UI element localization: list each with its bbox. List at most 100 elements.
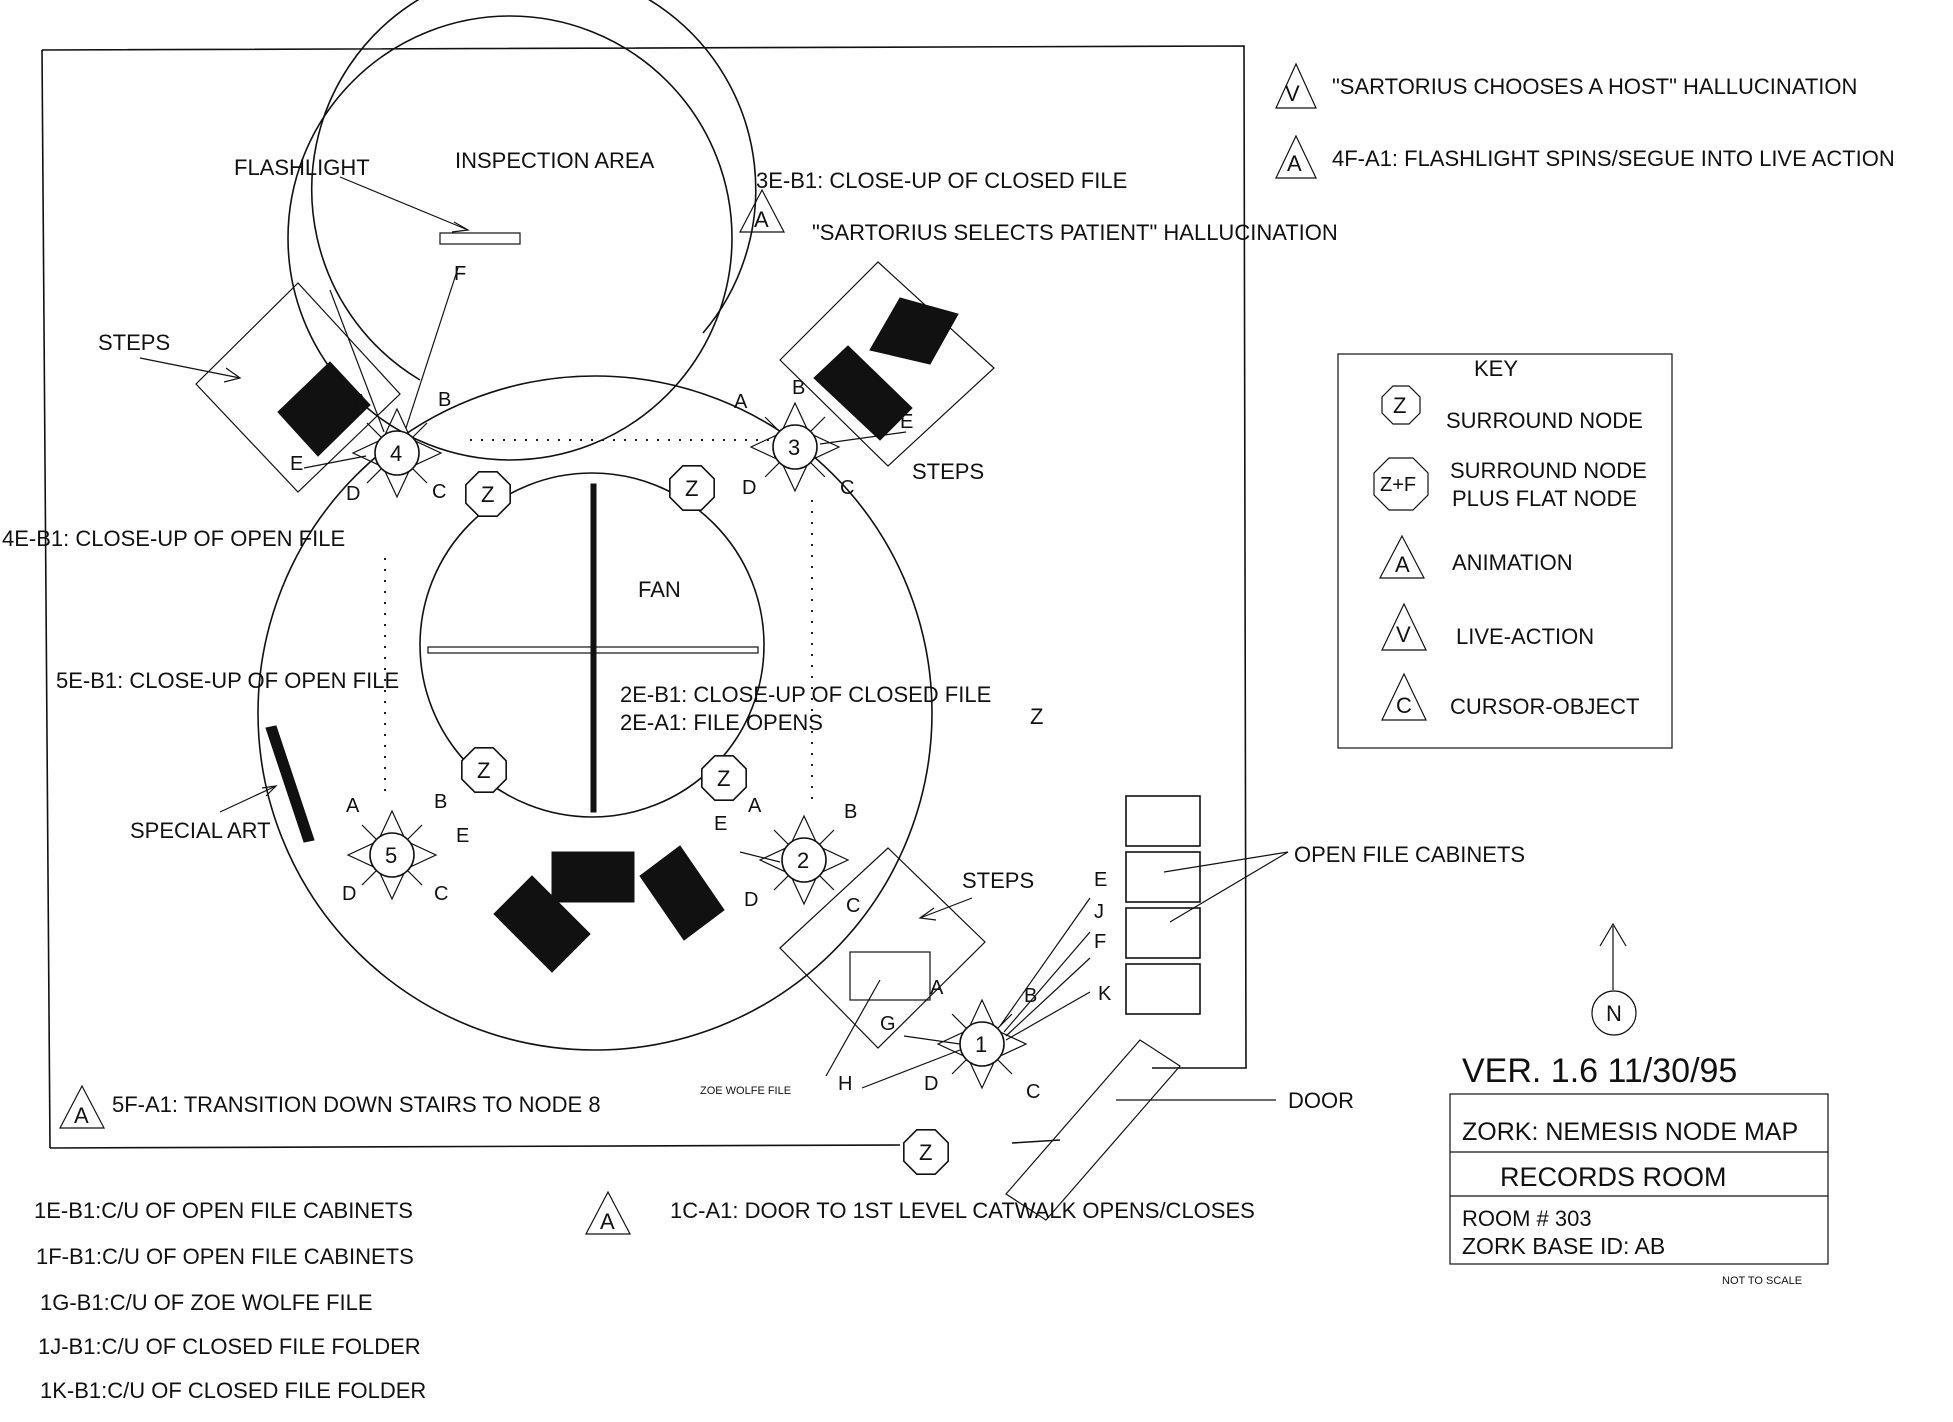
node-5-dir-b[interactable]: B xyxy=(434,791,447,813)
node-2-dir-d[interactable]: D xyxy=(744,889,758,911)
node-4-dir-c[interactable]: C xyxy=(432,481,446,503)
note-2e-a1: 2E-A1: FILE OPENS xyxy=(620,710,823,735)
svg-text:V: V xyxy=(1285,81,1300,106)
node-1-dir-h[interactable]: H xyxy=(838,1073,852,1095)
node-number: 4 xyxy=(390,441,402,466)
title-block-room-number: ROOM # 303 xyxy=(1462,1206,1592,1231)
main-floor-circle xyxy=(257,375,933,1051)
open-file-cabinets-label: OPEN FILE CABINETS xyxy=(1294,842,1525,867)
node-5-dir-e[interactable]: E xyxy=(456,825,469,847)
surround-node-marker[interactable]: Z xyxy=(701,755,747,801)
node-4[interactable]: 4 A B C D E F xyxy=(290,263,466,505)
note-z-stray: Z xyxy=(1030,704,1043,729)
note-2e-b1: 2E-B1: CLOSE-UP OF CLOSED FILE xyxy=(620,682,991,707)
steps-ne[interactable]: STEPS xyxy=(779,261,995,484)
bottom-list-item: 1F-B1:C/U OF OPEN FILE CABINETS xyxy=(36,1244,414,1269)
surround-node-marker[interactable]: Z xyxy=(669,465,715,511)
special-art-strip[interactable] xyxy=(265,725,315,843)
key-item-animation: ANIMATION xyxy=(1452,550,1573,575)
node-3-dir-e[interactable]: E xyxy=(900,411,913,433)
node-1-dir-a[interactable]: A xyxy=(930,977,944,999)
node-1-dir-d[interactable]: D xyxy=(924,1073,938,1095)
node-number: 5 xyxy=(385,843,397,868)
triangle-markers: A A A xyxy=(59,188,785,1235)
node-1-dir-j[interactable]: J xyxy=(1094,901,1104,923)
node-1-dir-b[interactable]: B xyxy=(1024,985,1037,1007)
node-3-dir-b[interactable]: B xyxy=(792,377,805,399)
fan-blade-vertical xyxy=(590,483,597,813)
animation-marker[interactable]: A xyxy=(59,1084,105,1129)
title-block: ZORK: NEMESIS NODE MAP RECORDS ROOM ROOM… xyxy=(1449,1093,1829,1265)
node-1-dir-e[interactable]: E xyxy=(1094,869,1107,891)
node-1-dir-c[interactable]: C xyxy=(1026,1081,1040,1103)
node-1-dir-f[interactable]: F xyxy=(1094,931,1106,953)
top-legend-item-1: "SARTORIUS CHOOSES A HOST" HALLUCINATION xyxy=(1332,74,1857,99)
node-number: 2 xyxy=(797,848,809,873)
node-5-dir-d[interactable]: D xyxy=(342,883,356,905)
title-block-title: ZORK: NEMESIS NODE MAP xyxy=(1462,1118,1798,1146)
zoe-wolfe-file[interactable] xyxy=(849,951,931,1001)
top-legend: V "SARTORIUS CHOOSES A HOST" HALLUCINATI… xyxy=(1275,62,1895,179)
node-4-dir-b[interactable]: B xyxy=(438,389,451,411)
node-3-dir-a[interactable]: A xyxy=(734,391,748,413)
special-art-label: SPECIAL ART xyxy=(130,818,271,843)
svg-text:Z: Z xyxy=(1393,393,1406,418)
zoe-wolfe-file-label: ZOE WOLFE FILE xyxy=(700,1085,791,1097)
version-label: VER. 1.6 11/30/95 xyxy=(1462,1052,1737,1090)
surround-node-marker[interactable]: Z xyxy=(903,1129,949,1175)
bottom-list-item: 1J-B1:C/U OF CLOSED FILE FOLDER xyxy=(38,1334,421,1359)
note-sartorius-selects: "SARTORIUS SELECTS PATIENT" HALLUCINATIO… xyxy=(812,220,1338,245)
surround-node-marker[interactable]: Z xyxy=(465,471,511,517)
node-2-dir-a[interactable]: A xyxy=(748,795,762,817)
node-3-dir-c[interactable]: C xyxy=(840,477,854,499)
animation-marker[interactable]: A xyxy=(585,1190,631,1235)
svg-text:Z: Z xyxy=(477,758,490,783)
node-1-dir-k[interactable]: K xyxy=(1098,983,1112,1005)
fan-circle xyxy=(419,472,765,818)
svg-text:Z+F: Z+F xyxy=(1380,474,1416,496)
key-item-surround-flat: SURROUND NODE xyxy=(1450,458,1647,483)
steps-ne-label: STEPS xyxy=(912,459,984,484)
file-cabinet-cluster xyxy=(493,845,725,973)
svg-text:PLUS FLAT NODE: PLUS FLAT NODE xyxy=(1452,486,1637,511)
fan-blade-horizontal xyxy=(427,646,759,654)
node-2-dir-e[interactable]: E xyxy=(714,813,727,835)
door-label: DOOR xyxy=(1288,1088,1354,1113)
bottom-list: 1E-B1:C/U OF OPEN FILE CABINETS 1F-B1:C/… xyxy=(34,1198,426,1403)
node-4-dir-a[interactable]: A xyxy=(354,391,368,413)
inspection-area-label: INSPECTION AREA xyxy=(455,148,655,173)
node-4-dir-e[interactable]: E xyxy=(290,453,303,475)
node-4-dir-d[interactable]: D xyxy=(346,483,360,505)
inspection-area-circle xyxy=(287,15,733,461)
node-2-dir-c[interactable]: C xyxy=(846,895,860,917)
flashlight-object[interactable] xyxy=(439,232,521,245)
surround-markers: Z Z Z Z Z xyxy=(461,465,949,1175)
svg-text:A: A xyxy=(754,207,769,232)
open-file-cabinets[interactable] xyxy=(1125,795,1201,1015)
svg-text:V: V xyxy=(1396,622,1411,647)
node-1-dir-g[interactable]: G xyxy=(880,1013,896,1035)
steps-se[interactable]: STEPS xyxy=(779,847,1034,1049)
key-title: KEY xyxy=(1474,356,1518,381)
title-block-base-id: ZORK BASE ID: AB xyxy=(1462,1233,1665,1259)
node-2[interactable]: 2 A B C D E xyxy=(714,795,860,917)
svg-text:A: A xyxy=(600,1209,615,1234)
node-4-dir-f[interactable]: F xyxy=(454,263,466,285)
note-5f-a1: 5F-A1: TRANSITION DOWN STAIRS TO NODE 8 xyxy=(112,1092,601,1117)
node-5-dir-c[interactable]: C xyxy=(434,883,448,905)
animation-marker[interactable]: A xyxy=(739,188,785,233)
node-5-dir-a[interactable]: A xyxy=(346,795,360,817)
node-3-dir-d[interactable]: D xyxy=(742,477,756,499)
node-2-dir-b[interactable]: B xyxy=(844,801,857,823)
node-5[interactable]: 5 A B C D E xyxy=(342,791,469,905)
door[interactable] xyxy=(1005,1039,1181,1221)
svg-text:N: N xyxy=(1606,1001,1622,1026)
steps-nw[interactable]: STEPS xyxy=(98,282,401,493)
svg-text:A: A xyxy=(74,1103,89,1128)
surround-node-marker[interactable]: Z xyxy=(461,747,507,793)
key-item-live-action: LIVE-ACTION xyxy=(1456,624,1594,649)
